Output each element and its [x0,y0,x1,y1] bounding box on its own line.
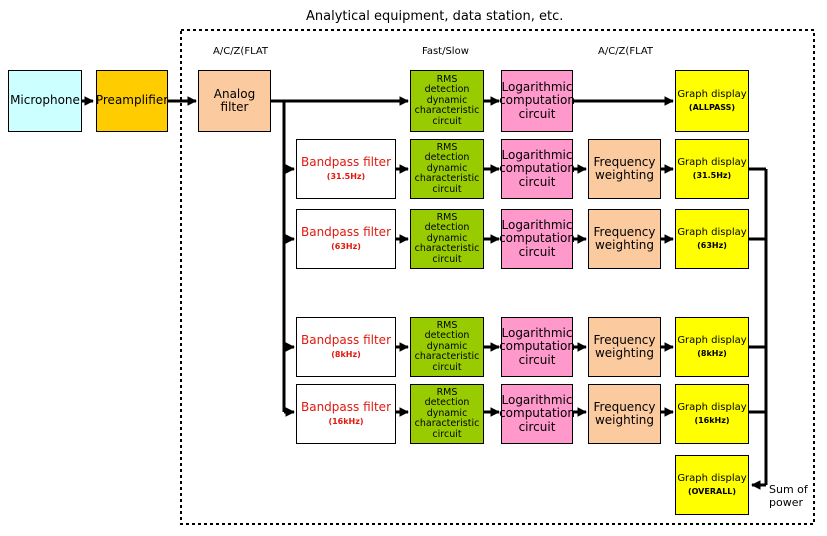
graph-display-8khz: Graph display (8kHz) [675,317,749,377]
rms-circuit-63hz: RMS detection dynamic characteristic cir… [410,209,484,269]
graph-display-31hz: Graph display (31.5Hz) [675,139,749,199]
log-circuit-16khz: Logarithmic computation circuit [499,384,575,444]
rms-circuit-allpass: RMS detection dynamic characteristic cir… [410,70,484,132]
rms-circuit-8khz: RMS detection dynamic characteristic cir… [410,317,484,377]
graph-display-63hz: Graph display (63Hz) [675,209,749,269]
frequency-weighting-16khz: Frequency weighting [588,384,661,444]
log-circuit-63hz: Logarithmic computation circuit [499,209,575,269]
time-weighting-label: Fast/Slow [422,46,469,57]
sum-of-power-label: Sum of power [769,483,808,509]
preamplifier-box: Preamplifier [96,70,168,132]
frequency-weighting-63hz: Frequency weighting [588,209,661,269]
weighting-label-right: A/C/Z(FLAT [598,46,654,57]
graph-display-allpass: Graph display (ALLPASS) [675,70,749,132]
bandpass-filter-16khz: Bandpass filter (16kHz) [296,384,396,444]
analog-filter-label: Analog filter [213,86,256,114]
log-circuit-8khz: Logarithmic computation circuit [499,317,575,377]
weighting-label-left: A/C/Z(FLAT [213,46,269,57]
log-circuit-allpass: Logarithmic computation circuit [499,70,575,132]
rms-circuit-31hz: RMS detection dynamic characteristic cir… [410,139,484,199]
bandpass-filter-8khz: Bandpass filter (8kHz) [296,317,396,377]
graph-display-16khz: Graph display (16kHz) [675,384,749,444]
microphone-box: Microphone [8,70,82,132]
diagram-title: Analytical equipment, data station, etc. [306,9,564,24]
bandpass-filter-31hz: Bandpass filter (31.5Hz) [296,139,396,199]
frequency-weighting-31hz: Frequency weighting [588,139,661,199]
analog-filter-box: Analog filter [198,70,271,132]
bandpass-filter-63hz: Bandpass filter (63Hz) [296,209,396,269]
rms-circuit-16khz: RMS detection dynamic characteristic cir… [410,384,484,444]
microphone-label: Microphone [10,93,80,108]
graph-display-overall: Graph display (OVERALL) [675,455,749,515]
equipment-boundary [180,29,815,525]
log-circuit-31hz: Logarithmic computation circuit [499,139,575,199]
preamplifier-label: Preamplifier [95,93,169,108]
frequency-weighting-8khz: Frequency weighting [588,317,661,377]
